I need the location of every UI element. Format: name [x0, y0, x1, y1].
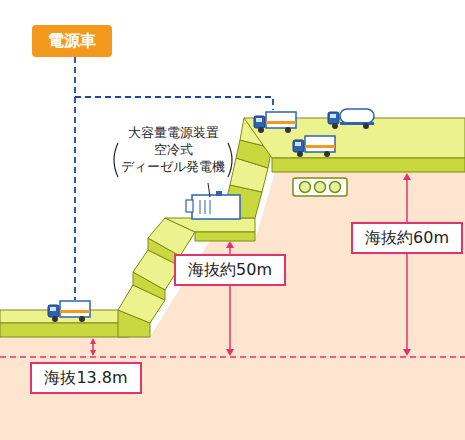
leader-line: [208, 183, 210, 197]
tanker-truck: [328, 109, 374, 129]
height-arrow: [90, 350, 96, 356]
tank-symbol: [330, 182, 341, 193]
generator-symbol: [216, 191, 222, 196]
landing-front: [195, 232, 255, 241]
tank-symbol: [315, 182, 326, 193]
height-box: 海抜約60m: [351, 222, 463, 254]
generator-symbol: [205, 200, 206, 214]
power-line: [75, 97, 273, 110]
ground: [0, 172, 465, 440]
height-arrow: [403, 349, 411, 356]
generator-symbol: [192, 195, 240, 219]
power-truck: [254, 112, 296, 133]
generator-symbol: [186, 200, 193, 212]
power-truck: [48, 301, 90, 322]
node-text: 海抜約50m: [188, 260, 272, 279]
tank-symbol: [293, 178, 347, 196]
generator-symbol: [210, 200, 211, 214]
height-arrow: [90, 338, 96, 344]
node-text: 海抜13.8m: [44, 368, 127, 387]
plateau-front: [272, 158, 465, 172]
power-truck-box: 電源車: [32, 25, 112, 57]
height-box: 海抜約50m: [174, 254, 286, 286]
sea-level-line: [0, 356, 465, 358]
power-truck: [293, 136, 335, 157]
height-arrow: [406, 178, 408, 351]
generator-symbol: [200, 200, 201, 214]
height-arrow: [226, 349, 234, 356]
tank-symbol: [300, 182, 311, 193]
node-text: 電源車: [48, 31, 96, 50]
ledge-front: [0, 323, 128, 337]
height-arrow: [226, 241, 234, 248]
node-text: 海抜約60m: [365, 228, 449, 247]
bracket: [228, 143, 232, 177]
power-line: [74, 57, 76, 300]
bracket: [114, 143, 118, 177]
landing-top: [165, 218, 255, 232]
height-arrow: [403, 173, 411, 180]
callout-label: 大容量電源装置 空冷式 ディーゼル発電機: [108, 124, 238, 175]
height-box: 海抜13.8m: [30, 362, 142, 394]
